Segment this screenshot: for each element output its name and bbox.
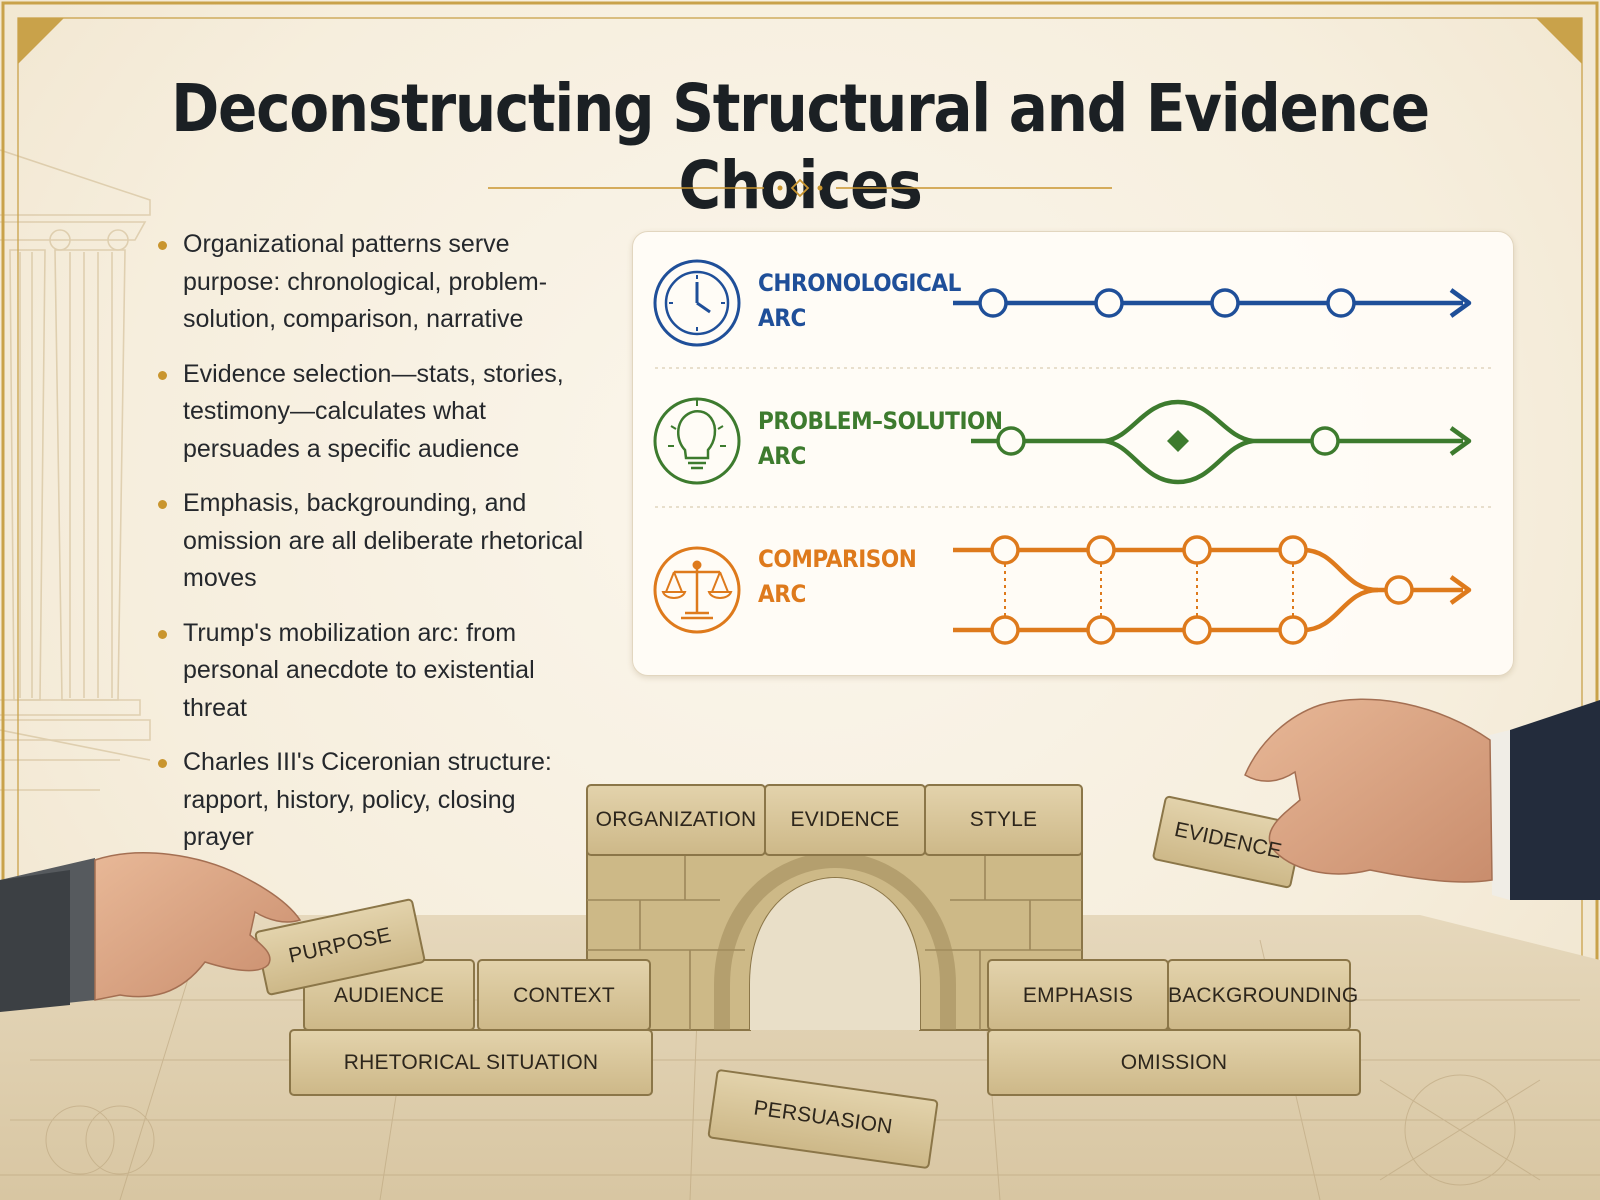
arch-wall	[586, 849, 1083, 1031]
label-backgrounding: BACKGROUNDING	[1168, 984, 1359, 1007]
problem-solution-arc-line	[971, 399, 1472, 485]
bullet-dot-icon	[158, 629, 167, 639]
bullet-item: Evidence selection—stats, stories, testi…	[158, 356, 588, 469]
label-context: CONTEXT	[513, 984, 615, 1007]
block-style	[924, 784, 1083, 856]
label-rhetorical-situation: RHETORICAL SITUATION	[343, 1051, 599, 1074]
bullet-dot-icon	[158, 500, 167, 509]
bullet-item: Organizational patterns serve purpose: c…	[158, 226, 588, 339]
label-emphasis: EMPHASIS	[1022, 984, 1134, 1007]
bullet-dot-icon	[158, 370, 167, 380]
comparison-arc-label: COMPARISON ARC	[758, 545, 917, 608]
block-persuasion	[707, 1069, 939, 1169]
block-context	[477, 959, 651, 1031]
label-style: STYLE	[969, 808, 1038, 831]
problem-solution-arc-label: PROBLEM–SOLUTION ARC	[758, 407, 1003, 470]
comparison-arc-lines	[953, 535, 1472, 645]
right-hand	[1244, 698, 1600, 900]
classical-column-icon	[0, 149, 151, 791]
arcs-diagram	[653, 259, 1493, 645]
solution-node	[1310, 426, 1340, 456]
bullet-list: Organizational patterns serve purpose: c…	[158, 226, 588, 874]
bullet-item: Trump's mobilization arc: from personal …	[158, 615, 588, 728]
timeline-node	[1326, 288, 1356, 318]
left-hand	[0, 852, 302, 1012]
label-organization: ORGANIZATION	[595, 808, 757, 831]
clock-icon	[653, 259, 741, 347]
bullet-item: Emphasis, backgrounding, and omission ar…	[158, 485, 588, 598]
title-divider	[488, 178, 1112, 198]
bullet-item: Charles III's Ciceronian structure: rapp…	[158, 744, 588, 857]
label-omission: OMISSION	[1120, 1051, 1228, 1074]
label-audience: AUDIENCE	[333, 984, 445, 1007]
scales-icon	[653, 546, 741, 634]
bullet-dot-icon	[158, 759, 167, 768]
chronological-arc-label: CHRONOLOGICAL ARC	[758, 269, 961, 332]
solution-diamond	[1167, 430, 1189, 452]
problem-node	[996, 426, 1026, 456]
stone-blocks	[254, 784, 1361, 1169]
timeline-node	[1094, 288, 1124, 318]
lightbulb-icon	[653, 397, 741, 485]
timeline-node	[978, 288, 1008, 318]
chronological-arc-line	[953, 288, 1472, 318]
timeline-node	[1210, 288, 1240, 318]
page-title: Deconstructing Structural and Evidence C…	[171, 70, 1430, 224]
bullet-dot-icon	[158, 241, 167, 250]
label-evidence: EVIDENCE	[790, 808, 900, 831]
block-backgrounding	[1167, 959, 1351, 1031]
arcs-panel: CHRONOLOGICAL ARC PROBLEM–SOLUTION ARC C…	[632, 231, 1514, 676]
